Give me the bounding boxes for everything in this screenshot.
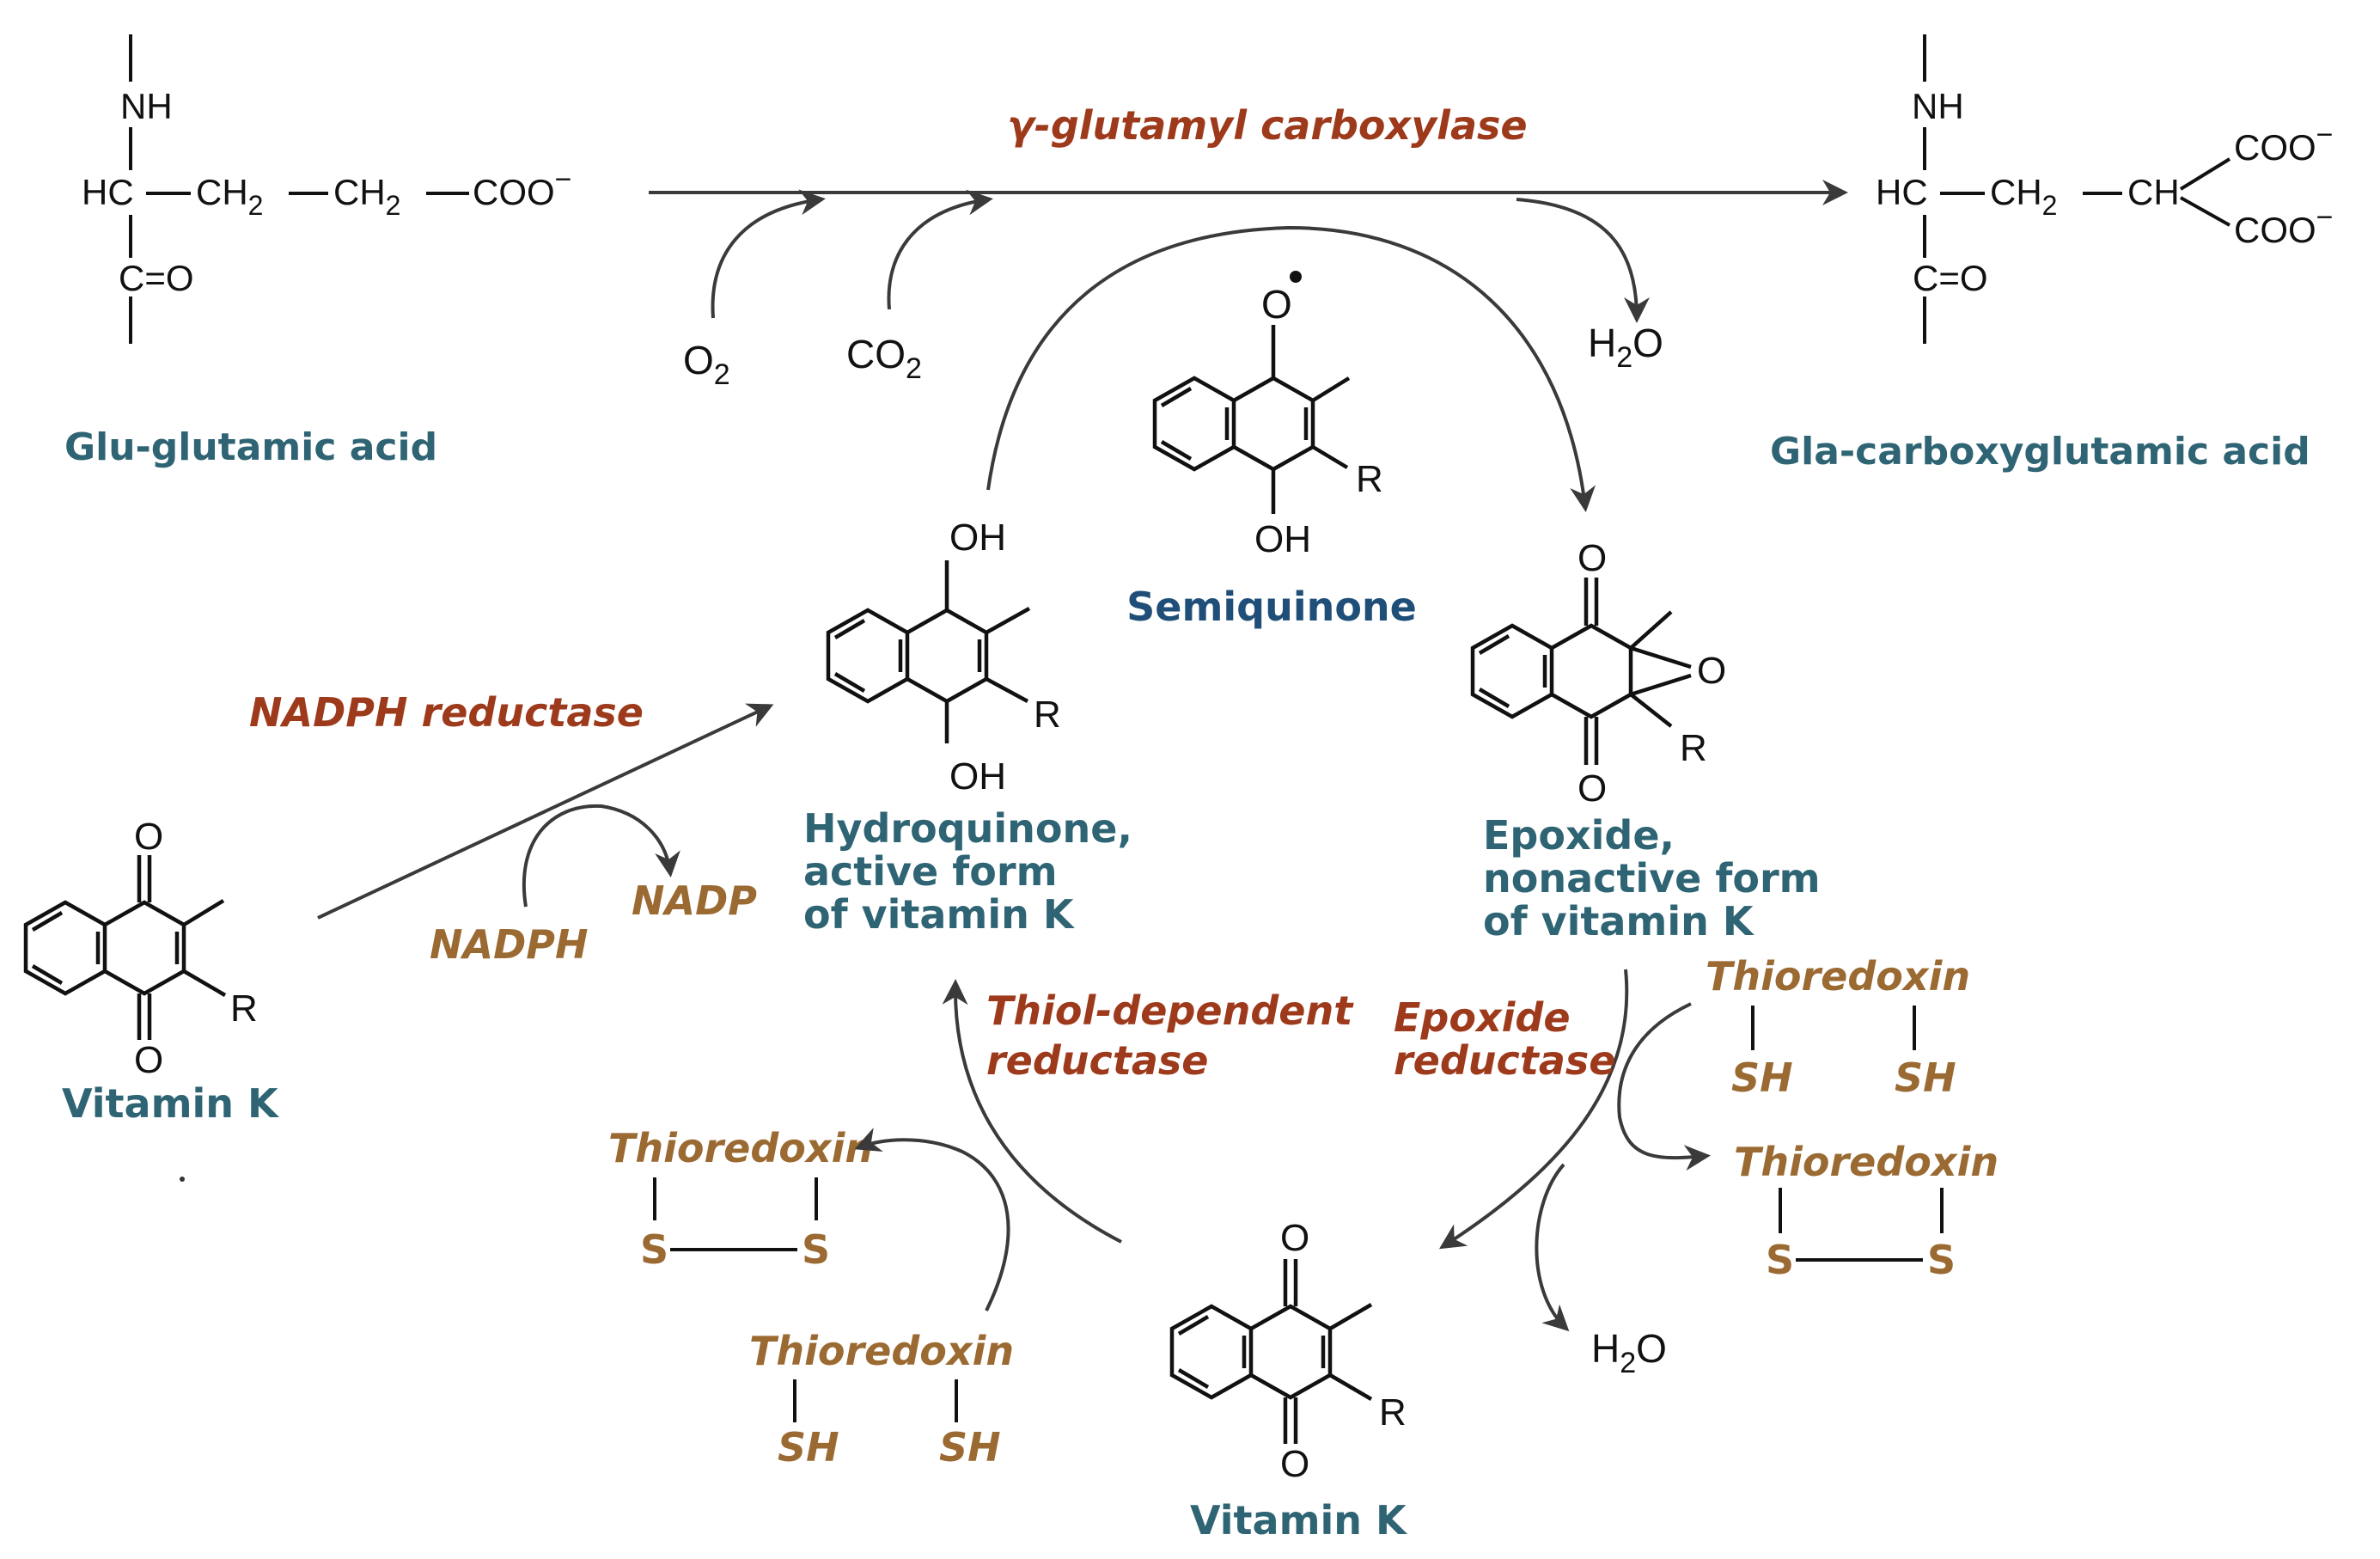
h2o-label-bottom: H2O bbox=[1591, 1326, 1667, 1379]
vitk-left-structure bbox=[23, 855, 227, 1040]
label-gla: Gla-carboxyglutamic acid bbox=[1770, 430, 2310, 474]
nadph-reductase-arrow bbox=[317, 703, 774, 920]
hydroquinone-oh-top: OH bbox=[949, 517, 1006, 559]
stray-dot bbox=[180, 1177, 185, 1182]
label-epoxide-reductase-1: Epoxide bbox=[1394, 994, 1571, 1041]
glu-ch2-1: CH2 bbox=[196, 172, 263, 221]
glu-hc: HC bbox=[82, 172, 134, 212]
semiquinone-oh: OH bbox=[1254, 518, 1311, 560]
epoxide-r: R bbox=[1680, 727, 1707, 769]
semiquinone-r: R bbox=[1356, 458, 1383, 500]
sh-left-2: SH bbox=[939, 1424, 1001, 1470]
label-thiol-reductase-1: Thiol-dependent bbox=[986, 987, 1354, 1034]
o2-input-arrow bbox=[711, 189, 826, 319]
h2o-output-arrow-bottom bbox=[1535, 1163, 1570, 1332]
label-epoxide-2: nonactive form bbox=[1483, 855, 1821, 902]
s-right-2: S bbox=[1927, 1237, 1956, 1283]
label-glu: Glu-glutamic acid bbox=[64, 425, 437, 469]
vitk-bottom-o-top: O bbox=[1280, 1217, 1309, 1259]
label-semiquinone: Semiquinone bbox=[1126, 584, 1417, 630]
h2o-label-top: H2O bbox=[1588, 321, 1663, 374]
epoxide-o-ring: O bbox=[1697, 650, 1726, 692]
label-hydroquinone-1: Hydroquinone, bbox=[803, 805, 1132, 852]
label-vitk-left: Vitamin K bbox=[62, 1080, 280, 1127]
label-hydroquinone-2: active form bbox=[803, 848, 1058, 895]
oxidation-arc-arrow bbox=[986, 225, 1596, 512]
thioredoxin-oxidation-arrow-left bbox=[854, 1128, 1010, 1311]
s-left-2: S bbox=[802, 1226, 830, 1273]
s-right-1: S bbox=[1766, 1237, 1794, 1283]
hydroquinone-r: R bbox=[1034, 694, 1061, 736]
sh-right-2: SH bbox=[1895, 1055, 1956, 1101]
semiquinone-o: O bbox=[1261, 282, 1292, 327]
label-thiol-reductase-2: reductase bbox=[986, 1037, 1208, 1084]
gla-ch2: CH2 bbox=[1990, 172, 2057, 221]
s-left-1: S bbox=[640, 1226, 668, 1273]
glu-nh: NH bbox=[120, 86, 173, 126]
glu-coo: COO− bbox=[473, 163, 572, 212]
epoxide-structure bbox=[1470, 578, 1692, 765]
label-epoxide-reductase-2: reductase bbox=[1394, 1037, 1615, 1084]
thioredoxin-reduced-right: Thioredoxin bbox=[1706, 953, 1970, 1000]
label-vitk-bottom: Vitamin K bbox=[1190, 1497, 1408, 1544]
glu-ch2-2: CH2 bbox=[333, 172, 400, 221]
epoxide-o-bottom: O bbox=[1578, 767, 1607, 810]
gla-coo-2: COO− bbox=[2234, 201, 2334, 250]
label-epoxide-1: Epoxide, bbox=[1483, 812, 1675, 859]
co2-input-arrow bbox=[887, 189, 993, 310]
vitk-bottom-r: R bbox=[1379, 1391, 1407, 1434]
semiquinone-structure bbox=[1152, 325, 1351, 514]
gla-nh: NH bbox=[1912, 86, 1964, 126]
label-hydroquinone-3: of vitamin K bbox=[803, 891, 1076, 938]
epoxide-reductase-arrow bbox=[1438, 969, 1629, 1250]
thioredoxin-oxidized-left: Thioredoxin bbox=[608, 1125, 873, 1171]
h2o-output-arrow-top bbox=[1516, 198, 1650, 323]
hydroquinone-structure bbox=[826, 560, 1031, 743]
nadph-cofactor-arrow bbox=[522, 804, 680, 908]
vitk-left-o-bottom: O bbox=[134, 1039, 163, 1081]
label-epoxide-3: of vitamin K bbox=[1483, 898, 1755, 945]
thiol-reductase-arrow bbox=[942, 979, 1122, 1244]
label-nadph-reductase: NADPH reductase bbox=[249, 689, 644, 736]
label-nadph: NADPH bbox=[430, 921, 589, 968]
glu-structure: NH HC CH2 CH2 COO− C=O bbox=[82, 34, 572, 344]
gla-structure: NH HC CH2 CH COO− COO− C=O bbox=[1876, 34, 2334, 344]
epoxide-o-top: O bbox=[1578, 537, 1607, 579]
label-carboxylase: γ-glutamyl carboxylase bbox=[1007, 102, 1527, 149]
gla-ch: CH bbox=[2127, 172, 2180, 212]
sh-right-1: SH bbox=[1731, 1055, 1793, 1101]
label-nadp: NADP bbox=[632, 877, 757, 924]
glu-co: C=O bbox=[119, 258, 194, 298]
vitk-bottom-o-bottom: O bbox=[1280, 1443, 1309, 1485]
vitk-bottom-structure bbox=[1169, 1259, 1373, 1444]
vitk-left-r: R bbox=[230, 987, 258, 1030]
o2-label: O2 bbox=[683, 338, 730, 391]
thioredoxin-oxidized-right: Thioredoxin bbox=[1734, 1139, 1999, 1185]
gla-co: C=O bbox=[1913, 258, 1988, 298]
gla-coo-1: COO− bbox=[2234, 119, 2334, 168]
thioredoxin-reduced-left: Thioredoxin bbox=[749, 1328, 1014, 1374]
thioredoxin-oxidation-arrow-right bbox=[1617, 1002, 1711, 1171]
vitk-left-o-top: O bbox=[134, 816, 163, 858]
radical-dot bbox=[1290, 271, 1302, 283]
gla-hc: HC bbox=[1876, 172, 1928, 212]
co2-label: CO2 bbox=[846, 332, 922, 385]
hydroquinone-oh-bottom: OH bbox=[949, 755, 1006, 798]
sh-left-1: SH bbox=[778, 1424, 839, 1470]
